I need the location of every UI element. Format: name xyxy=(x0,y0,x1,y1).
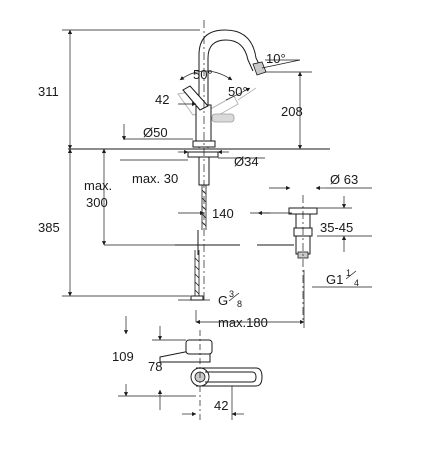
g1-numerator: 1 xyxy=(346,268,351,278)
faucet-plan xyxy=(159,330,263,420)
dim-g-3-8: G 3 8 xyxy=(218,289,242,309)
dim-50-deg-top: 50° xyxy=(193,67,213,82)
dim-208: 208 xyxy=(281,104,303,119)
dim-140: 140 xyxy=(212,206,234,221)
g3-label: G xyxy=(218,293,228,308)
faucet-elevation xyxy=(68,20,330,301)
dim-50-deg-side: 50° xyxy=(228,84,248,99)
dim-g1-1-4: G1 1 4 xyxy=(326,268,359,288)
dim-42-top: 42 xyxy=(155,92,169,107)
g1-label: G1 xyxy=(326,272,343,287)
dim-35-45: 35-45 xyxy=(320,220,353,235)
dim-dia-50: Ø50 xyxy=(143,125,168,140)
g3-denominator: 8 xyxy=(237,299,242,309)
dim-max-30: max. 30 xyxy=(132,171,178,186)
dim-10-deg: 10° xyxy=(266,51,286,66)
dim-max-180: max.180 xyxy=(218,315,268,330)
dim-109: 109 xyxy=(112,349,134,364)
faucet-body xyxy=(195,104,212,144)
dim-311: 311 xyxy=(38,84,59,99)
g3-numerator: 3 xyxy=(229,289,234,299)
dim-dia-34: Ø34 xyxy=(234,154,259,169)
dim-300: 300 xyxy=(86,195,108,210)
dim-385: 385 xyxy=(38,220,60,235)
dim-dia-63: Ø 63 xyxy=(330,172,358,187)
handle xyxy=(182,85,209,111)
dim-42-bottom: 42 xyxy=(214,398,228,413)
dim-max-label: max. xyxy=(84,178,112,193)
g1-denominator: 4 xyxy=(354,278,359,288)
spout xyxy=(198,29,262,148)
dim-78: 78 xyxy=(148,359,162,374)
waste-fitting xyxy=(257,195,318,320)
